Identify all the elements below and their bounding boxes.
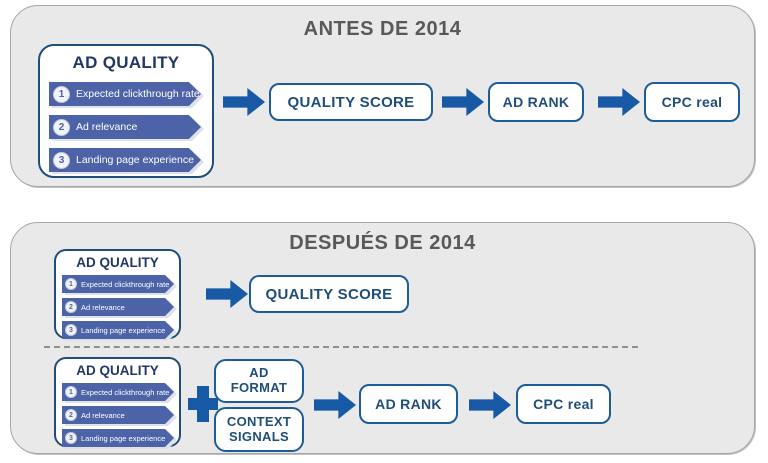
number-circle-icon: 1	[53, 85, 70, 103]
banner-ad-relevance: 2 Ad relevance	[49, 115, 201, 139]
banner-expected-ctr: 1 Expected clickthrough rate	[49, 82, 201, 106]
ad-quality-item: 2 Ad relevance	[62, 298, 179, 316]
number-circle-icon: 3	[65, 432, 77, 444]
panel-title: DESPUÉS DE 2014	[289, 232, 476, 254]
banner-ad-relevance: 2 Ad relevance	[62, 298, 174, 316]
ad-quality-item: 2 Ad relevance	[62, 406, 179, 424]
ad-quality-title: AD QUALITY	[76, 363, 159, 378]
ad-quality-title: AD QUALITY	[76, 255, 159, 270]
banner-label: Ad relevance	[81, 410, 125, 420]
number-circle-icon: 1	[65, 278, 77, 290]
ad-quality-item: 3 Landing page experience	[62, 321, 179, 339]
node-cpc-real: CPC real	[516, 384, 611, 424]
banner-label: Expected clickthrough rate	[76, 88, 200, 100]
node-quality-score: QUALITY SCORE	[249, 275, 409, 313]
banner-expected-ctr: 1 Expected clickthrough rate	[62, 383, 174, 401]
node-quality-score: QUALITY SCORE	[269, 83, 433, 121]
ad-quality-card: AD QUALITY 1 Expected clickthrough rate …	[54, 249, 181, 339]
banner-label: Landing page experience	[76, 154, 194, 166]
flow-arrow-icon	[598, 88, 640, 116]
ad-quality-item: 3 Landing page experience	[62, 429, 179, 447]
ad-quality-item: 1 Expected clickthrough rate	[62, 275, 179, 293]
banner-label: Ad relevance	[81, 302, 125, 312]
banner-label: Landing page experience	[81, 433, 166, 443]
panel-antes-2014: ANTES DE 2014 AD QUALITY 1 Expected clic…	[10, 5, 755, 187]
number-circle-icon: 3	[65, 324, 77, 336]
node-ad-rank: AD RANK	[488, 82, 584, 122]
banner-landing-page: 3 Landing page experience	[62, 321, 174, 339]
panel-despues-2014: DESPUÉS DE 2014 AD QUALITY 1 Expected cl…	[10, 222, 755, 454]
number-circle-icon: 3	[53, 151, 70, 169]
flow-arrow-icon	[442, 88, 484, 116]
node-ad-rank: AD RANK	[359, 384, 458, 424]
ad-quality-item: 1 Expected clickthrough rate	[62, 383, 179, 401]
ad-quality-title: AD QUALITY	[72, 53, 180, 72]
banner-landing-page: 3 Landing page experience	[49, 148, 201, 172]
banner-label: Expected clickthrough rate	[81, 279, 170, 289]
ad-quality-item: 1 Expected clickthrough rate	[49, 82, 212, 106]
flow-arrow-icon	[314, 391, 356, 419]
banner-label: Expected clickthrough rate	[81, 387, 170, 397]
banner-label: Landing page experience	[81, 325, 166, 335]
ad-quality-card: AD QUALITY 1 Expected clickthrough rate …	[54, 357, 181, 447]
banner-ad-relevance: 2 Ad relevance	[62, 406, 174, 424]
number-circle-icon: 1	[65, 386, 77, 398]
number-circle-icon: 2	[53, 118, 70, 136]
banner-landing-page: 3 Landing page experience	[62, 429, 174, 447]
dashed-divider	[44, 346, 638, 348]
number-circle-icon: 2	[65, 301, 77, 313]
flow-arrow-icon	[223, 88, 265, 116]
banner-expected-ctr: 1 Expected clickthrough rate	[62, 275, 174, 293]
banner-label: Ad relevance	[76, 121, 138, 133]
node-context-signals: CONTEXT SIGNALS	[214, 407, 304, 452]
node-ad-format: AD FORMAT	[214, 359, 304, 403]
panel-title: ANTES DE 2014	[303, 18, 462, 40]
flow-arrow-icon	[206, 280, 248, 308]
ad-quality-card: AD QUALITY 1 Expected clickthrough rate …	[38, 44, 214, 178]
node-cpc-real: CPC real	[644, 82, 740, 122]
ad-quality-item: 2 Ad relevance	[49, 115, 212, 139]
ad-quality-item: 3 Landing page experience	[49, 148, 212, 172]
number-circle-icon: 2	[65, 409, 77, 421]
flow-arrow-icon	[469, 391, 511, 419]
